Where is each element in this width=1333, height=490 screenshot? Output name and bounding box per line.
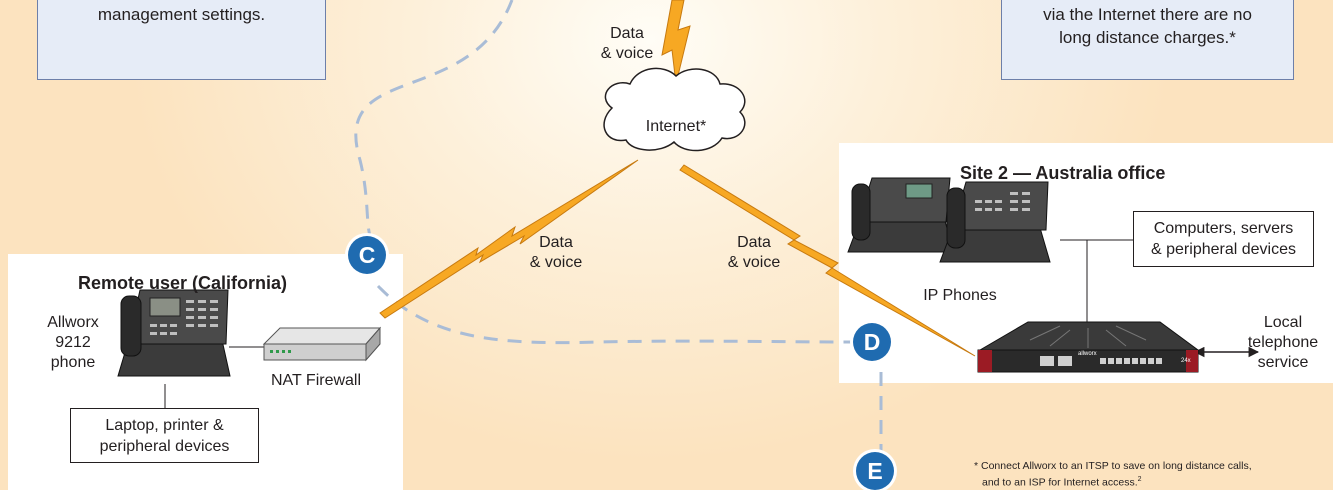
- link-right-line2: & voice: [727, 254, 781, 271]
- local-telephone-label: Local telephone service: [1238, 313, 1328, 373]
- local-line2: telephone: [1247, 334, 1319, 351]
- remote-devices-box: Laptop, printer & peripheral devices: [70, 408, 259, 463]
- callout-left-text: management settings.: [97, 5, 266, 24]
- computers-line2: & peripheral devices: [1151, 241, 1296, 258]
- link-left-label: Data & voice: [516, 233, 596, 273]
- remote-phone-line3: phone: [50, 354, 96, 371]
- link-left-line2: & voice: [529, 254, 583, 271]
- internet-label: Internet*: [645, 118, 707, 135]
- link-top-line2: & voice: [600, 45, 654, 62]
- remote-phone-illustration: [117, 289, 231, 377]
- footnote-line2: and to an ISP for Internet access.: [982, 476, 1138, 489]
- computers-line1: Computers, servers: [1153, 220, 1294, 237]
- link-top-line1: Data: [610, 25, 644, 42]
- device-brand-text: allworx: [1078, 351, 1097, 357]
- callout-right-line1: via the Internet there are no: [1043, 5, 1252, 24]
- badge-e: E: [856, 452, 894, 490]
- footnote: * Connect Allworx to an ITSP to save on …: [974, 460, 1252, 490]
- bolt-right: [679, 164, 976, 357]
- site2-phones-illustration: [847, 177, 1051, 263]
- remote-devices-line1: Laptop, printer &: [105, 416, 224, 434]
- dashed-link-c-d: [376, 284, 853, 345]
- allworx-device-illustration: allworx 24x: [977, 321, 1200, 373]
- local-line3: service: [1257, 354, 1309, 371]
- internet-cloud: [603, 67, 746, 152]
- computers-box: Computers, servers & peripheral devices: [1133, 211, 1314, 267]
- footnote-line1: * Connect Allworx to an ITSP to save on …: [974, 460, 1252, 472]
- callout-right: via the Internet there are no long dista…: [1001, 0, 1294, 80]
- link-top-label: Data & voice: [592, 24, 662, 64]
- bolt-top: [661, 0, 691, 85]
- badge-d: D: [853, 323, 891, 361]
- link-right-label: Data & voice: [714, 233, 794, 273]
- firewall-label: NAT Firewall: [270, 372, 362, 389]
- local-line1: Local: [1263, 314, 1303, 331]
- remote-devices-line2: peripheral devices: [99, 437, 230, 455]
- device-model-text: 24x: [1181, 358, 1191, 364]
- remote-user-title: Remote user (California): [78, 273, 288, 293]
- site2-title: Site 2 — Australia office: [960, 163, 1166, 183]
- remote-phone-label: Allworx 9212 phone: [30, 313, 116, 373]
- remote-phone-line1: Allworx: [47, 314, 99, 331]
- firewall-illustration: [262, 326, 382, 362]
- badge-c: C: [348, 236, 386, 274]
- callout-left: management settings.: [37, 0, 326, 80]
- link-left-line1: Data: [539, 234, 573, 251]
- callout-right-line2: long distance charges.*: [1059, 28, 1236, 47]
- ip-phones-label: IP Phones: [923, 287, 997, 304]
- dashed-link-top: [354, 0, 514, 241]
- footnote-sup: 2: [1137, 476, 1142, 483]
- remote-phone-line2: 9212: [55, 334, 91, 351]
- bolt-left: [379, 159, 639, 319]
- link-right-line1: Data: [737, 234, 771, 251]
